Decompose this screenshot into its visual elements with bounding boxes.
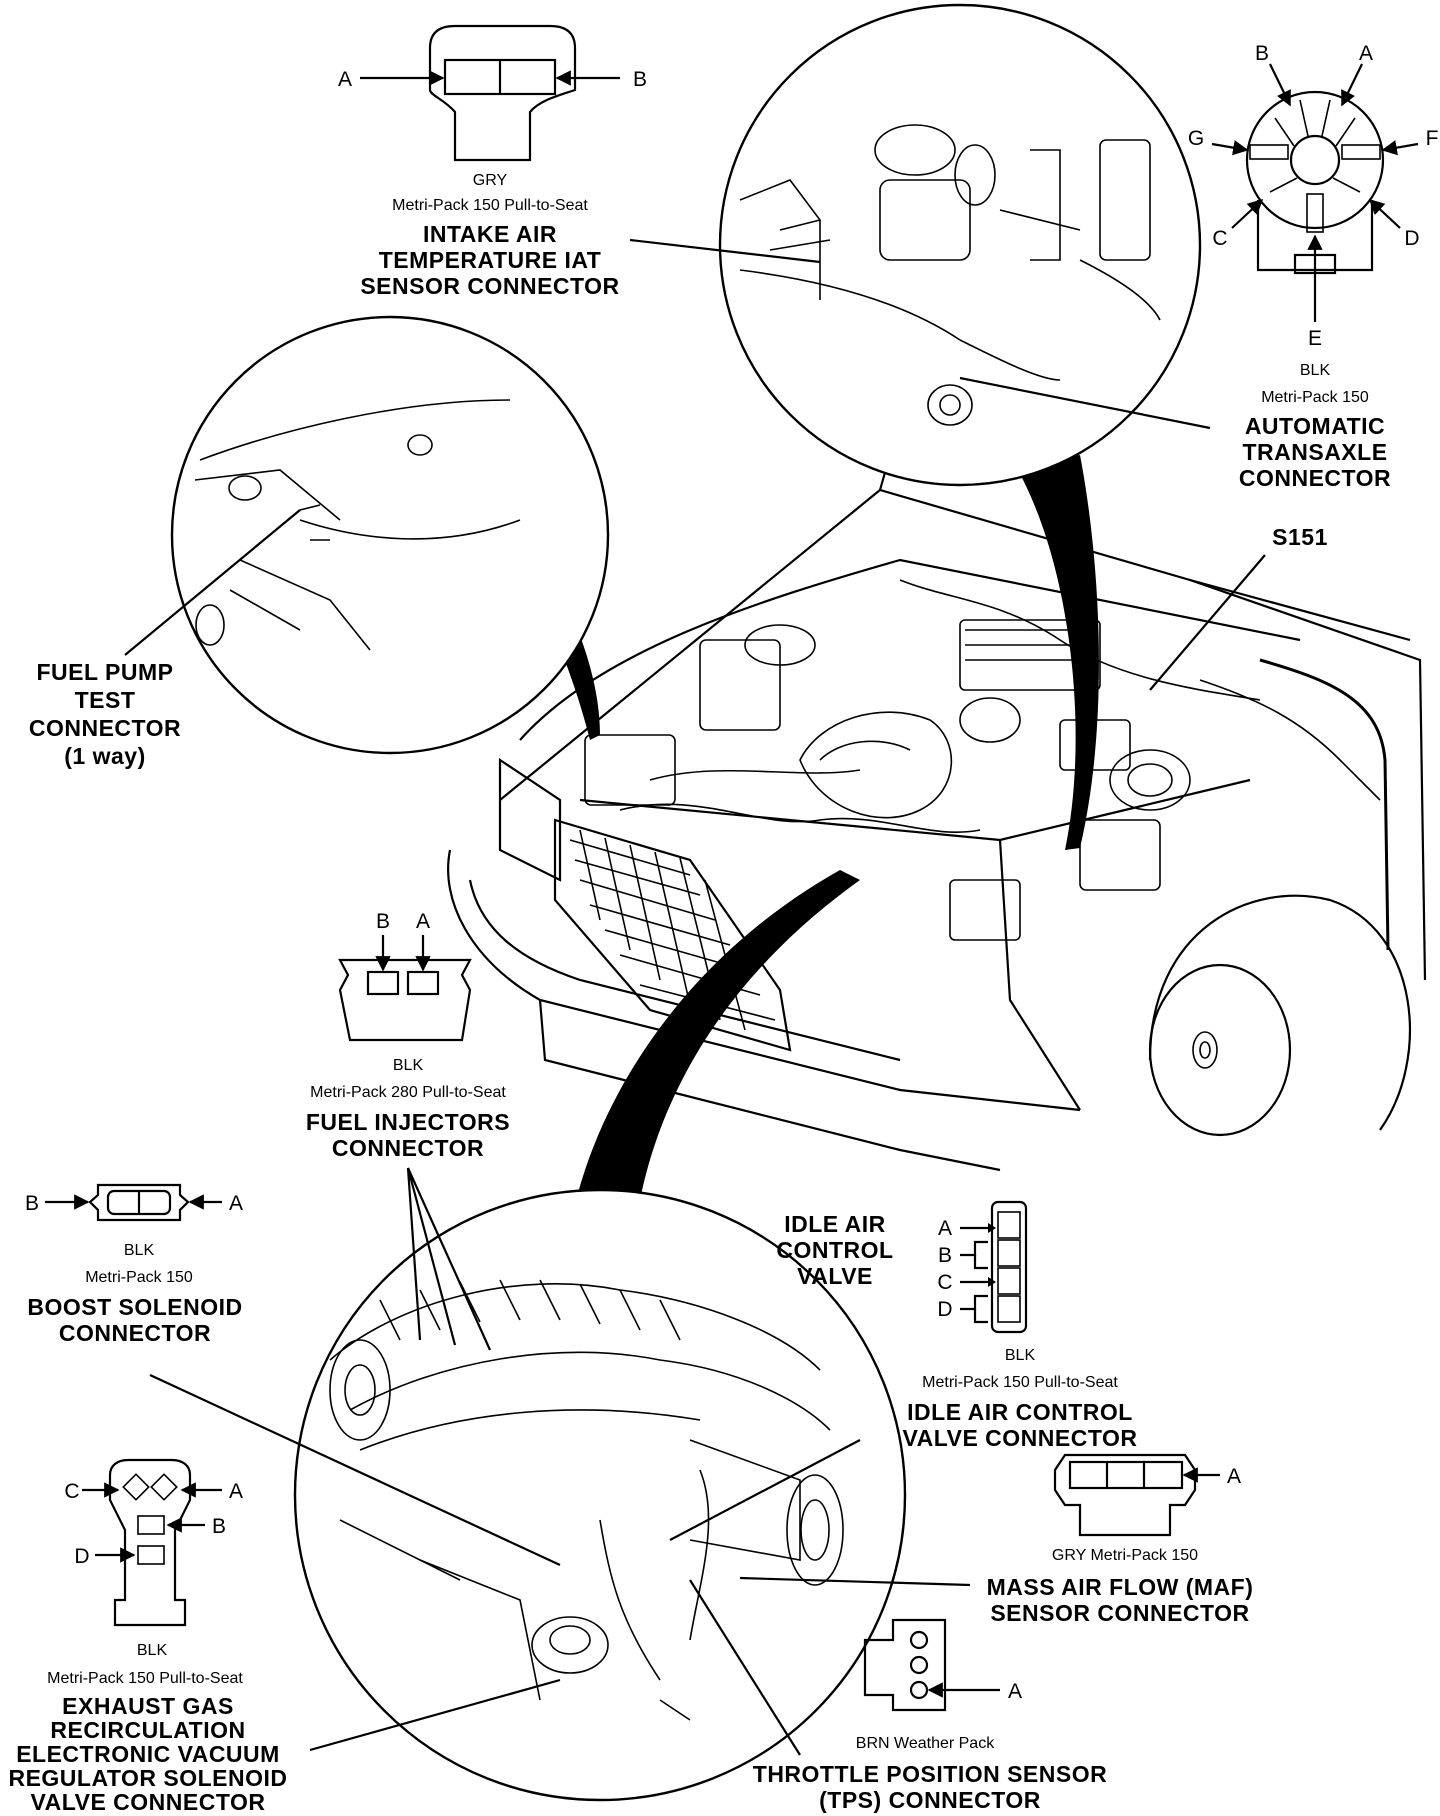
- transaxle-pin-e: E: [1308, 327, 1322, 350]
- iat-connector-type: Metri-Pack 150 Pull-to-Seat: [392, 197, 588, 214]
- iat-pin-a: A: [338, 68, 352, 91]
- injectors-pin-a: A: [416, 910, 430, 933]
- transaxle-leader-line: [959, 376, 1211, 430]
- callout-wedge-bottom: [575, 870, 860, 1205]
- boost-connector-type: Metri-Pack 150: [85, 1269, 193, 1286]
- detail-circle-transaxle: [718, 3, 1202, 487]
- boost-connector-glyph: [45, 1183, 222, 1222]
- maf-leader-line: [739, 1576, 971, 1587]
- transaxle-connector-type: Metri-Pack 150: [1261, 389, 1369, 406]
- transaxle-connector-glyph: [1211, 63, 1419, 322]
- tps-connector-type: BRN Weather Pack: [856, 1735, 995, 1752]
- iat-title-line3: SENSOR CONNECTOR: [360, 273, 619, 299]
- iac-title-line2: VALVE CONNECTOR: [903, 1425, 1138, 1451]
- transaxle-pin-b: B: [1255, 42, 1269, 65]
- iac-pin-d: D: [937, 1298, 952, 1321]
- injectors-pin-b: B: [376, 910, 390, 933]
- egr-leader-line: [309, 1678, 561, 1752]
- egr-title-line3: ELECTRONIC VACUUM: [16, 1741, 280, 1767]
- tps-title-line2: (TPS) CONNECTOR: [819, 1787, 1041, 1813]
- grille: [553, 818, 792, 1052]
- iac-heading-line2: CONTROL: [776, 1237, 893, 1263]
- maf-title-line1: MASS AIR FLOW (MAF): [987, 1574, 1254, 1600]
- transaxle-wire-color: BLK: [1300, 362, 1331, 379]
- transaxle-title-line3: CONNECTOR: [1239, 465, 1391, 491]
- boost-leader-line: [149, 1374, 561, 1566]
- transaxle-title-line2: TRANSAXLE: [1242, 439, 1387, 465]
- maf-connector-glyph: [1053, 1453, 1220, 1537]
- iac-title-line1: IDLE AIR CONTROL: [907, 1399, 1133, 1425]
- iat-title-line2: TEMPERATURE IAT: [379, 247, 602, 273]
- injectors-title-line2: CONNECTOR: [332, 1135, 484, 1161]
- tps-pin-a: A: [1008, 1680, 1022, 1703]
- iac-leader-line: [669, 1439, 861, 1541]
- fuel-pump-leader-line: [124, 509, 301, 656]
- transaxle-pin-f: F: [1426, 127, 1439, 150]
- egr-title-line2: RECIRCULATION: [50, 1717, 245, 1743]
- boost-pin-a: A: [229, 1192, 243, 1215]
- fuel-pump-title-line4: (1 way): [64, 743, 145, 769]
- transaxle-pin-g: G: [1188, 127, 1204, 150]
- tps-leader-line: [689, 1579, 801, 1756]
- iac-heading-line1: IDLE AIR: [784, 1211, 886, 1237]
- front-wheel: [1148, 894, 1412, 1137]
- transaxle-title-line1: AUTOMATIC: [1245, 413, 1385, 439]
- detail-circle-fuel-pump: [170, 315, 610, 755]
- boost-title-line1: BOOST SOLENOID: [27, 1294, 242, 1320]
- fuel-pump-title-line3: CONNECTOR: [29, 715, 181, 741]
- iac-pin-b: B: [938, 1244, 952, 1267]
- callout-wedge-top: [1015, 455, 1099, 850]
- iac-pin-a: A: [938, 1217, 952, 1240]
- iat-connector-glyph: [360, 24, 620, 162]
- maf-title-line2: SENSOR CONNECTOR: [990, 1600, 1249, 1626]
- iac-pin-c: C: [937, 1271, 952, 1294]
- boost-title-line2: CONNECTOR: [59, 1320, 211, 1346]
- egr-title-line1: EXHAUST GAS: [62, 1693, 234, 1719]
- egr-pin-a: A: [229, 1480, 243, 1503]
- transaxle-pin-c: C: [1212, 227, 1227, 250]
- injectors-connector-type: Metri-Pack 280 Pull-to-Seat: [310, 1084, 506, 1101]
- iat-wire-color: GRY: [473, 172, 508, 189]
- iac-connector-glyph: [960, 1200, 1028, 1334]
- fuel-pump-title-line1: FUEL PUMP: [37, 659, 174, 685]
- iat-pin-b: B: [633, 68, 647, 91]
- egr-wire-color: BLK: [137, 1642, 168, 1659]
- fuel-pump-title-line2: TEST: [75, 687, 136, 713]
- engine-components: [584, 579, 1381, 941]
- maf-pin-a: A: [1227, 1465, 1241, 1488]
- boost-wire-color: BLK: [124, 1242, 155, 1259]
- egr-pin-d: D: [74, 1545, 89, 1568]
- boost-pin-b: B: [25, 1192, 39, 1215]
- iat-leader-line: [629, 238, 821, 264]
- egr-title-line5: VALVE CONNECTOR: [31, 1789, 266, 1815]
- egr-connector-glyph: [82, 1458, 222, 1627]
- egr-connector-type: Metri-Pack 150 Pull-to-Seat: [47, 1670, 243, 1687]
- s151-leader-line: [1149, 554, 1266, 691]
- egr-pin-c: C: [64, 1480, 79, 1503]
- s151-label: S151: [1272, 524, 1328, 550]
- maf-connector-type: GRY Metri-Pack 150: [1052, 1547, 1198, 1564]
- injectors-connector-glyph: [338, 935, 472, 1042]
- tps-connector-glyph: [863, 1618, 1000, 1712]
- iac-wire-color: BLK: [1005, 1347, 1036, 1364]
- vehicle-front-illustration: [447, 419, 1427, 1172]
- injectors-title-line1: FUEL INJECTORS: [306, 1109, 510, 1135]
- tps-title-line1: THROTTLE POSITION SENSOR: [753, 1761, 1107, 1787]
- egr-title-line4: REGULATOR SOLENOID: [8, 1765, 287, 1791]
- iat-title-line1: INTAKE AIR: [423, 221, 557, 247]
- iac-heading-line3: VALVE: [797, 1263, 873, 1289]
- injectors-wire-color: BLK: [393, 1057, 424, 1074]
- detail-circle-engine: [293, 1188, 907, 1802]
- injectors-leader-lines: [406, 1167, 492, 1351]
- egr-pin-b: B: [212, 1515, 226, 1538]
- transaxle-pin-a: A: [1359, 42, 1373, 65]
- transaxle-pin-d: D: [1404, 227, 1419, 250]
- iac-connector-type: Metri-Pack 150 Pull-to-Seat: [922, 1374, 1118, 1391]
